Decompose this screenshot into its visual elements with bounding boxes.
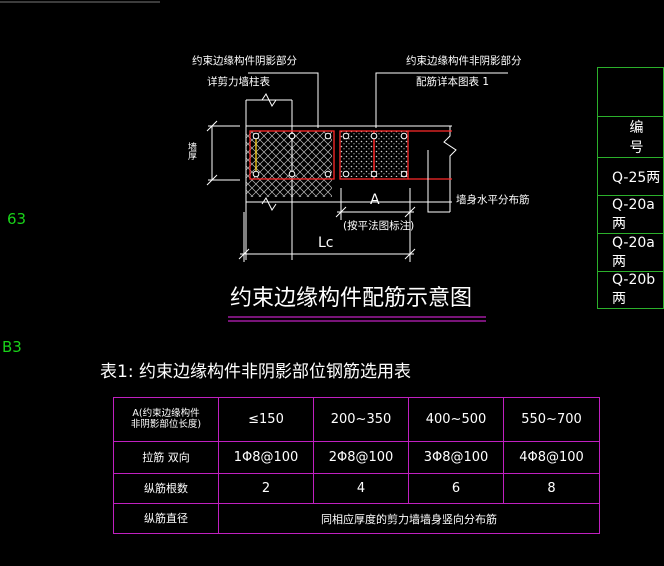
side-label-a: 63	[7, 210, 27, 228]
wall-schedule-table: 编号 Q-25两 Q-20a两 Q-20a两 Q-20b两	[597, 67, 664, 309]
row-label: 纵筋直径	[113, 503, 219, 534]
header-label-cell: A(约束边缘构件 非阴影部位长度)	[113, 397, 219, 442]
table-row: Q-20a两	[597, 195, 664, 234]
table-row: Q-20a两	[597, 233, 664, 272]
table-row: A(约束边缘构件 非阴影部位长度) ≤150 200~350 400~500 5…	[113, 397, 600, 442]
table-cell: 3Φ8@100	[408, 441, 504, 474]
table-row: 拉筋 双向 1Φ8@100 2Φ8@100 3Φ8@100 4Φ8@100	[113, 441, 600, 474]
header-label-line1: A(约束边缘构件	[132, 408, 200, 420]
header-col-2: 200~350	[313, 397, 409, 442]
dimension-a-note: (按平法图标注)	[343, 220, 415, 232]
table-cell: Q-25两	[597, 157, 664, 196]
rebar-lines	[249, 130, 452, 180]
callout-right-line2: 配筋详本图表 1	[416, 76, 490, 88]
dimension-a	[335, 188, 416, 220]
table-cell: 8	[503, 473, 600, 504]
table-cell: 同相应厚度的剪力墙墙身竖向分布筋	[218, 503, 600, 534]
table-cell: 6	[408, 473, 504, 504]
table-row: Q-20b两	[597, 271, 664, 309]
wall-rebar-label: 墙身水平分布筋	[456, 194, 530, 206]
table-cell: 1Φ8@100	[218, 441, 314, 474]
wall-width-label: 墙厚	[186, 142, 196, 160]
header-label-line2: 非阴影部位长度)	[130, 418, 202, 430]
header-col-4: 550~700	[503, 397, 600, 442]
header-col-1: ≤150	[218, 397, 314, 442]
wall-width-dimension	[206, 120, 240, 186]
table-cell: Q-20a两	[597, 195, 664, 234]
diagram-title: 约束边缘构件配筋示意图	[230, 286, 473, 311]
table-row: Q-25两	[597, 157, 664, 196]
title-underline	[228, 316, 486, 322]
rebar-dots	[252, 132, 408, 178]
table2-header: 编号	[629, 120, 654, 156]
table-cell	[597, 67, 664, 117]
table1-caption: 表1: 约束边缘构件非阴影部位钢筋选用表	[100, 362, 411, 382]
table-cell: 2Φ8@100	[313, 441, 409, 474]
dimension-a-label: A	[370, 192, 380, 208]
row-label: 纵筋根数	[113, 473, 219, 504]
table-header-cell: 编号	[597, 116, 664, 158]
shaded-boundary-zone	[245, 93, 332, 260]
callout-right-line1: 约束边缘构件非阴影部分	[406, 55, 522, 67]
table-row: 纵筋直径 同相应厚度的剪力墙墙身竖向分布筋	[113, 503, 600, 534]
table-cell: Q-20b两	[597, 271, 664, 309]
table-cell: Q-20a两	[597, 233, 664, 272]
table-row: 纵筋根数 2 4 6 8	[113, 473, 600, 504]
row-label: 拉筋 双向	[113, 441, 219, 474]
table-cell: 4Φ8@100	[503, 441, 600, 474]
table-cell: 4	[313, 473, 409, 504]
callout-left-line1: 约束边缘构件阴影部分	[192, 55, 297, 67]
side-label-b: B3	[2, 338, 22, 356]
table-row	[597, 67, 664, 117]
table-row: 编号	[597, 116, 664, 158]
dimension-lc	[238, 212, 416, 262]
callout-left-line2: 详剪力墙柱表	[207, 76, 270, 88]
header-col-3: 400~500	[408, 397, 504, 442]
dimension-lc-label: Lc	[318, 235, 334, 251]
callout-leaders	[248, 72, 508, 213]
rebar-selection-table: A(约束边缘构件 非阴影部位长度) ≤150 200~350 400~500 5…	[113, 397, 600, 534]
wall-outline	[246, 125, 457, 212]
table-cell: 2	[218, 473, 314, 504]
